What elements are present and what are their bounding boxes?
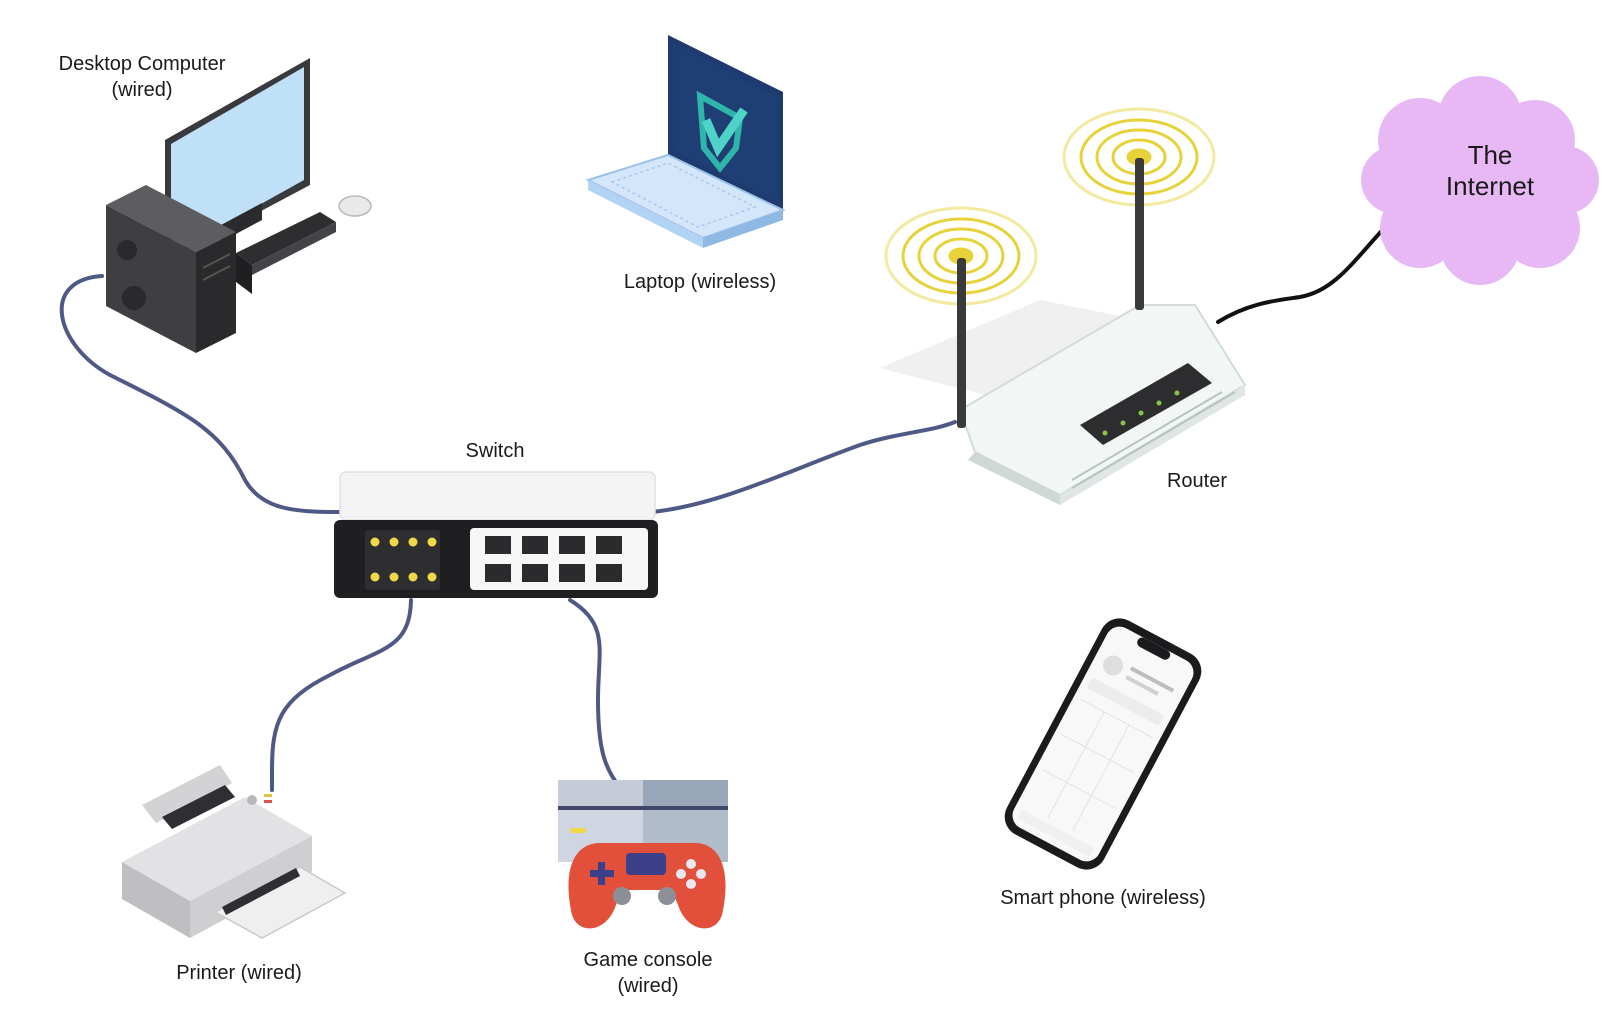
internet-label-line2: Internet xyxy=(1445,171,1535,201)
printer-label: Printer (wired) xyxy=(176,962,302,984)
internet-label-line1: The xyxy=(1467,140,1513,170)
desktop-computer-icon xyxy=(106,58,372,353)
phone-label: Smart phone (wireless) xyxy=(1000,887,1206,909)
desktop-label-line2: (wired) xyxy=(111,79,173,101)
laptop-icon xyxy=(585,35,786,248)
router-label: Router xyxy=(1166,470,1228,492)
switch-label: Switch xyxy=(465,440,525,462)
laptop-label: Laptop (wireless) xyxy=(623,271,777,293)
cable-desktop-switch xyxy=(59,274,342,514)
cables xyxy=(59,210,1402,792)
cable-router-internet xyxy=(1216,210,1402,324)
desktop-label: Desktop Computer (wired) xyxy=(59,51,226,103)
console-label-line2: (wired) xyxy=(617,975,679,997)
desktop-label-line1: Desktop Computer xyxy=(58,53,226,75)
internet-label: The Internet xyxy=(1446,140,1534,202)
network-switch-icon xyxy=(334,471,658,598)
wifi-router-icon xyxy=(880,107,1247,505)
cable-switch-printer xyxy=(270,598,413,792)
console-label: Game console (wired) xyxy=(584,947,713,999)
game-console-icon xyxy=(558,780,728,929)
printer-icon xyxy=(122,765,347,939)
cable-switch-console xyxy=(568,598,624,792)
console-label-line1: Game console xyxy=(583,949,713,971)
cloud-icon xyxy=(1361,76,1599,285)
smartphone-icon xyxy=(1004,618,1202,870)
cable-switch-router xyxy=(650,420,957,514)
